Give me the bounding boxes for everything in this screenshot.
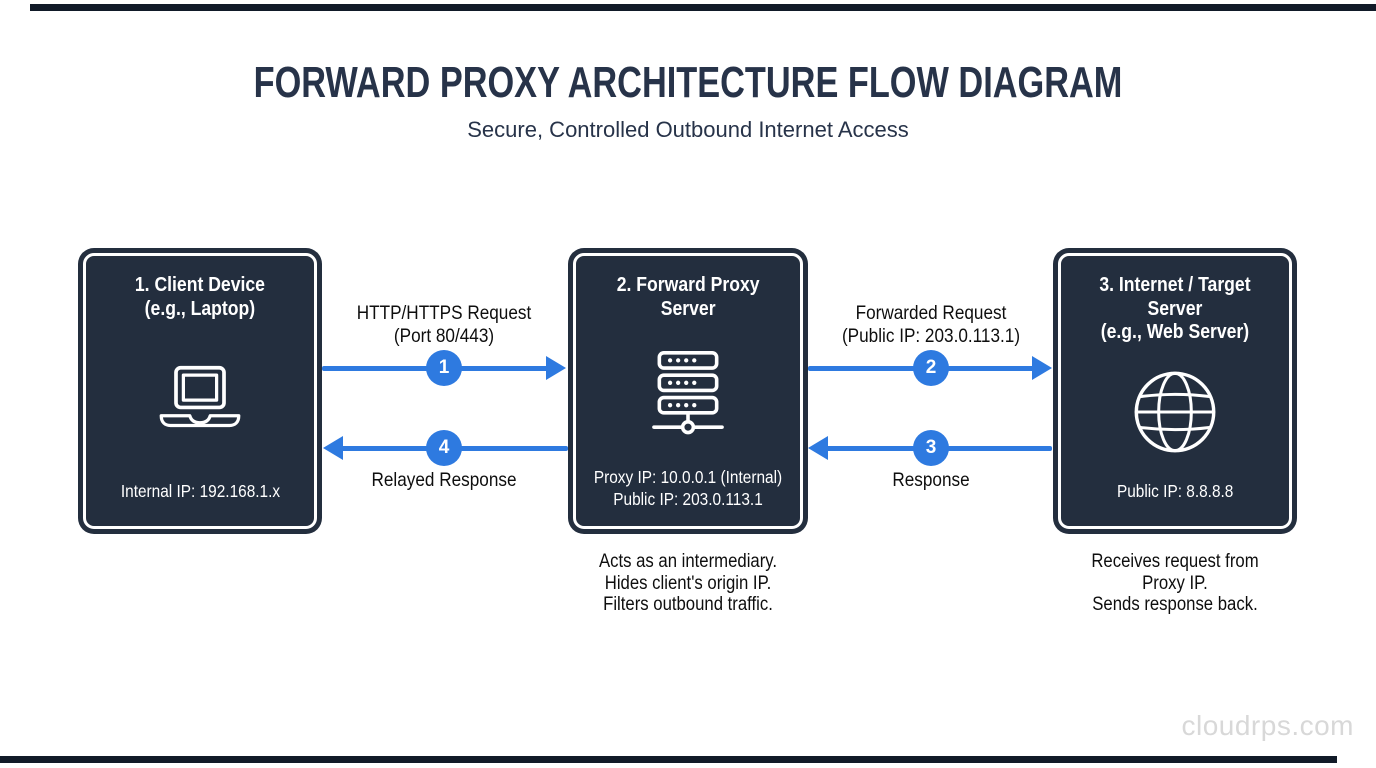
page-title: FORWARD PROXY ARCHITECTURE FLOW DIAGRAM (253, 58, 1123, 107)
page-subtitle: Secure, Controlled Outbound Internet Acc… (467, 117, 909, 142)
arrowhead-right-icon (546, 356, 566, 380)
arrow-step-1: 1 (322, 350, 566, 386)
arrowhead-left-icon (808, 436, 828, 460)
node-internet-target: 3. Internet / Target Server (e.g., Web S… (1053, 248, 1297, 534)
node-client-device: 1. Client Device (e.g., Laptop) Internal… (78, 248, 322, 534)
arrow-step-2: 2 (808, 350, 1052, 386)
top-edge-bar (30, 4, 1376, 11)
arrow-step-4: 4 (323, 430, 568, 466)
proxy-description: Acts as an intermediary. Hides client's … (598, 551, 778, 615)
laptop-icon (148, 321, 252, 480)
node-proxy-footer: Proxy IP: 10.0.0.1 (Internal) Public IP:… (593, 467, 783, 509)
internet-description: Receives request from Proxy IP. Sends re… (1091, 551, 1259, 615)
arrowhead-left-icon (323, 436, 343, 460)
server-icon (648, 321, 728, 466)
flow-label-forwarded-request: Forwarded Request (Public IP: 203.0.113.… (841, 302, 1021, 347)
globe-icon (1132, 345, 1218, 481)
node-internet-title: 3. Internet / Target Server (e.g., Web S… (1099, 274, 1251, 343)
step-badge-2: 2 (913, 350, 949, 386)
flow-label-response: Response (892, 469, 970, 491)
node-client-footer: Internal IP: 192.168.1.x (120, 481, 280, 501)
node-proxy-title: 2. Forward Proxy Server (616, 274, 760, 320)
node-forward-proxy: 2. Forward Proxy Server Proxy IP: 10.0.0… (568, 248, 808, 534)
watermark: cloudrps.com (1181, 710, 1354, 741)
flow-label-http-request: HTTP/HTTPS Request (Port 80/443) (356, 302, 532, 347)
bottom-edge-bar (0, 756, 1337, 763)
node-internet-footer: Public IP: 8.8.8.8 (1116, 481, 1234, 501)
arrowhead-right-icon (1032, 356, 1052, 380)
step-badge-3: 3 (913, 430, 949, 466)
step-badge-1: 1 (426, 350, 462, 386)
step-badge-4: 4 (426, 430, 462, 466)
arrow-step-3: 3 (808, 430, 1052, 466)
node-client-title: 1. Client Device (e.g., Laptop) (134, 274, 266, 320)
flow-label-relayed-response: Relayed Response (371, 469, 517, 491)
